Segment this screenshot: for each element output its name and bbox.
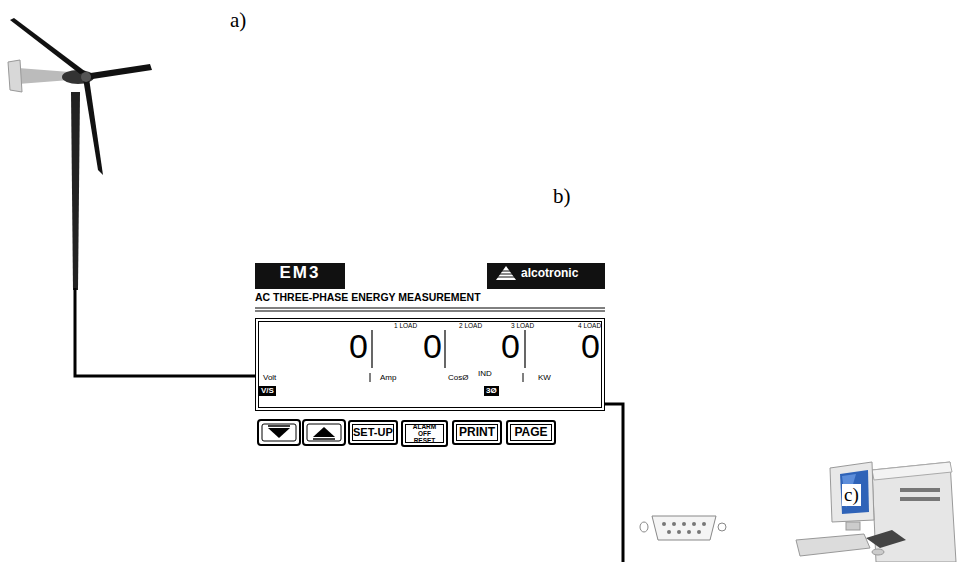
digit-separator: [444, 330, 445, 368]
load-label: 2 LOAD: [459, 323, 482, 330]
button: PRINT: [452, 420, 502, 445]
unit-label: Volt: [263, 374, 276, 382]
serial-connector: [640, 516, 726, 540]
tick: [522, 373, 523, 382]
unit-label: Amp: [380, 374, 396, 382]
wire: [75, 288, 257, 376]
digit-separator: [524, 330, 525, 368]
unit-label: IND: [478, 370, 492, 378]
lcd-display: 1 LOAD2 LOAD3 LOAD4 LOAD0000VoltAmpCosØI…: [255, 318, 605, 411]
button: ALARM OFF RESET: [401, 420, 448, 447]
mode-indicator: V/S: [259, 386, 276, 396]
computer: [796, 462, 956, 562]
wire: [604, 404, 623, 562]
lcd-digit: 0: [581, 329, 600, 363]
lcd-digit: 0: [501, 329, 520, 363]
lcd-digit: 0: [423, 329, 442, 363]
rule: [255, 308, 605, 309]
button: PAGE: [506, 420, 556, 445]
part-label: c): [842, 484, 861, 506]
rule: [255, 311, 605, 312]
tick: [369, 373, 370, 382]
button-label: PRINT: [459, 426, 495, 439]
brand-logo: [497, 274, 515, 275]
part-label: a): [230, 8, 246, 33]
brand-logo: [497, 277, 515, 278]
badge-text: EM3: [255, 263, 345, 283]
unit-label: KW: [538, 374, 551, 382]
brand-logo: [495, 265, 517, 281]
brand-logo: [497, 271, 515, 272]
part-label: b): [553, 184, 571, 209]
button-label: PAGE: [514, 426, 547, 439]
badge-text: alcotronic: [521, 263, 605, 283]
wind-turbine: [8, 18, 152, 290]
phase-indicator: 3Ø: [484, 386, 499, 396]
brand-logo: [496, 266, 516, 280]
brand-badge: alcotronic: [487, 263, 605, 289]
arrow-buttons: [258, 420, 345, 445]
lcd-digit: 0: [349, 329, 368, 363]
digit-separator: [371, 330, 372, 368]
load-label: 1 LOAD: [394, 323, 417, 330]
model-badge: EM3: [255, 263, 345, 289]
button: SET-UP: [348, 420, 398, 445]
button-label: SET-UP: [353, 426, 393, 438]
device-heading: AC THREE-PHASE ENERGY MEASUREMENT: [255, 291, 481, 303]
unit-label: CosØ: [448, 374, 468, 382]
button-label: ALARM OFF RESET: [407, 423, 443, 444]
